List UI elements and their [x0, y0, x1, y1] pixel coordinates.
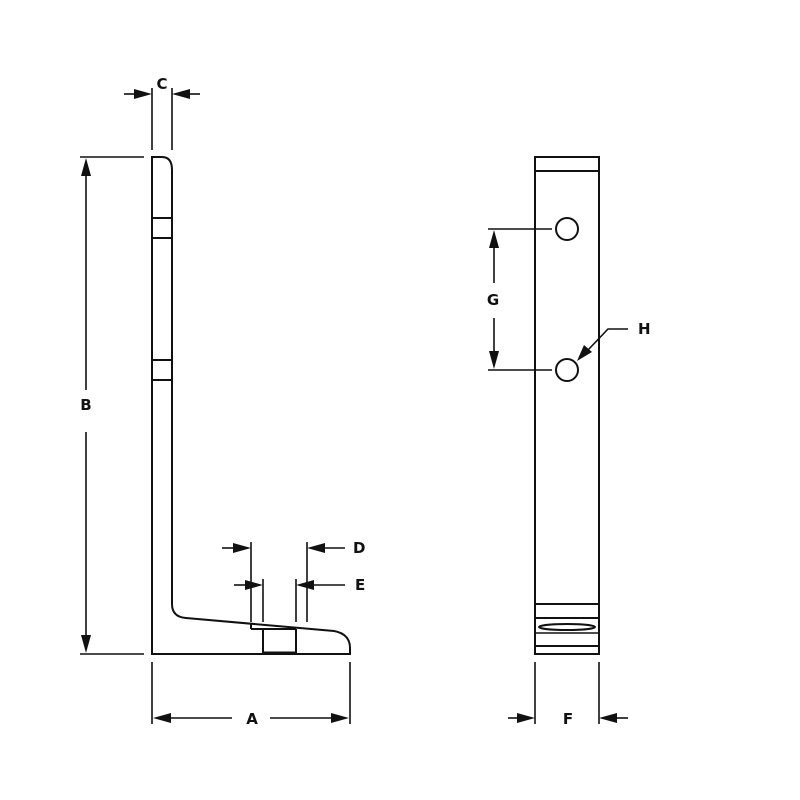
- label-d: D: [353, 539, 365, 557]
- dimension-h: H: [577, 320, 651, 361]
- dimension-g: G: [487, 228, 552, 371]
- round-hole-upper: [555, 217, 579, 241]
- label-g: G: [487, 291, 499, 309]
- front-view: [534, 156, 600, 655]
- dimension-f: F: [508, 662, 628, 728]
- bracket-outline: [151, 156, 351, 655]
- label-f: F: [563, 710, 573, 728]
- label-c: C: [156, 75, 167, 93]
- foot-slot: [538, 623, 596, 631]
- square-hole-upper: [151, 217, 173, 239]
- dimension-a: A: [151, 662, 351, 728]
- foot-hole: [250, 624, 297, 654]
- label-b: B: [80, 396, 91, 414]
- label-a: A: [246, 710, 258, 728]
- dimension-e: E: [234, 576, 365, 622]
- label-h: H: [638, 320, 651, 338]
- dimension-c: C: [124, 75, 200, 150]
- front-outline: [534, 156, 600, 655]
- dimension-b: B: [80, 156, 144, 655]
- square-hole-lower: [151, 359, 173, 381]
- label-e: E: [355, 576, 365, 594]
- round-hole-lower: [555, 358, 579, 382]
- dimension-d: D: [222, 539, 365, 622]
- side-view: [151, 156, 351, 655]
